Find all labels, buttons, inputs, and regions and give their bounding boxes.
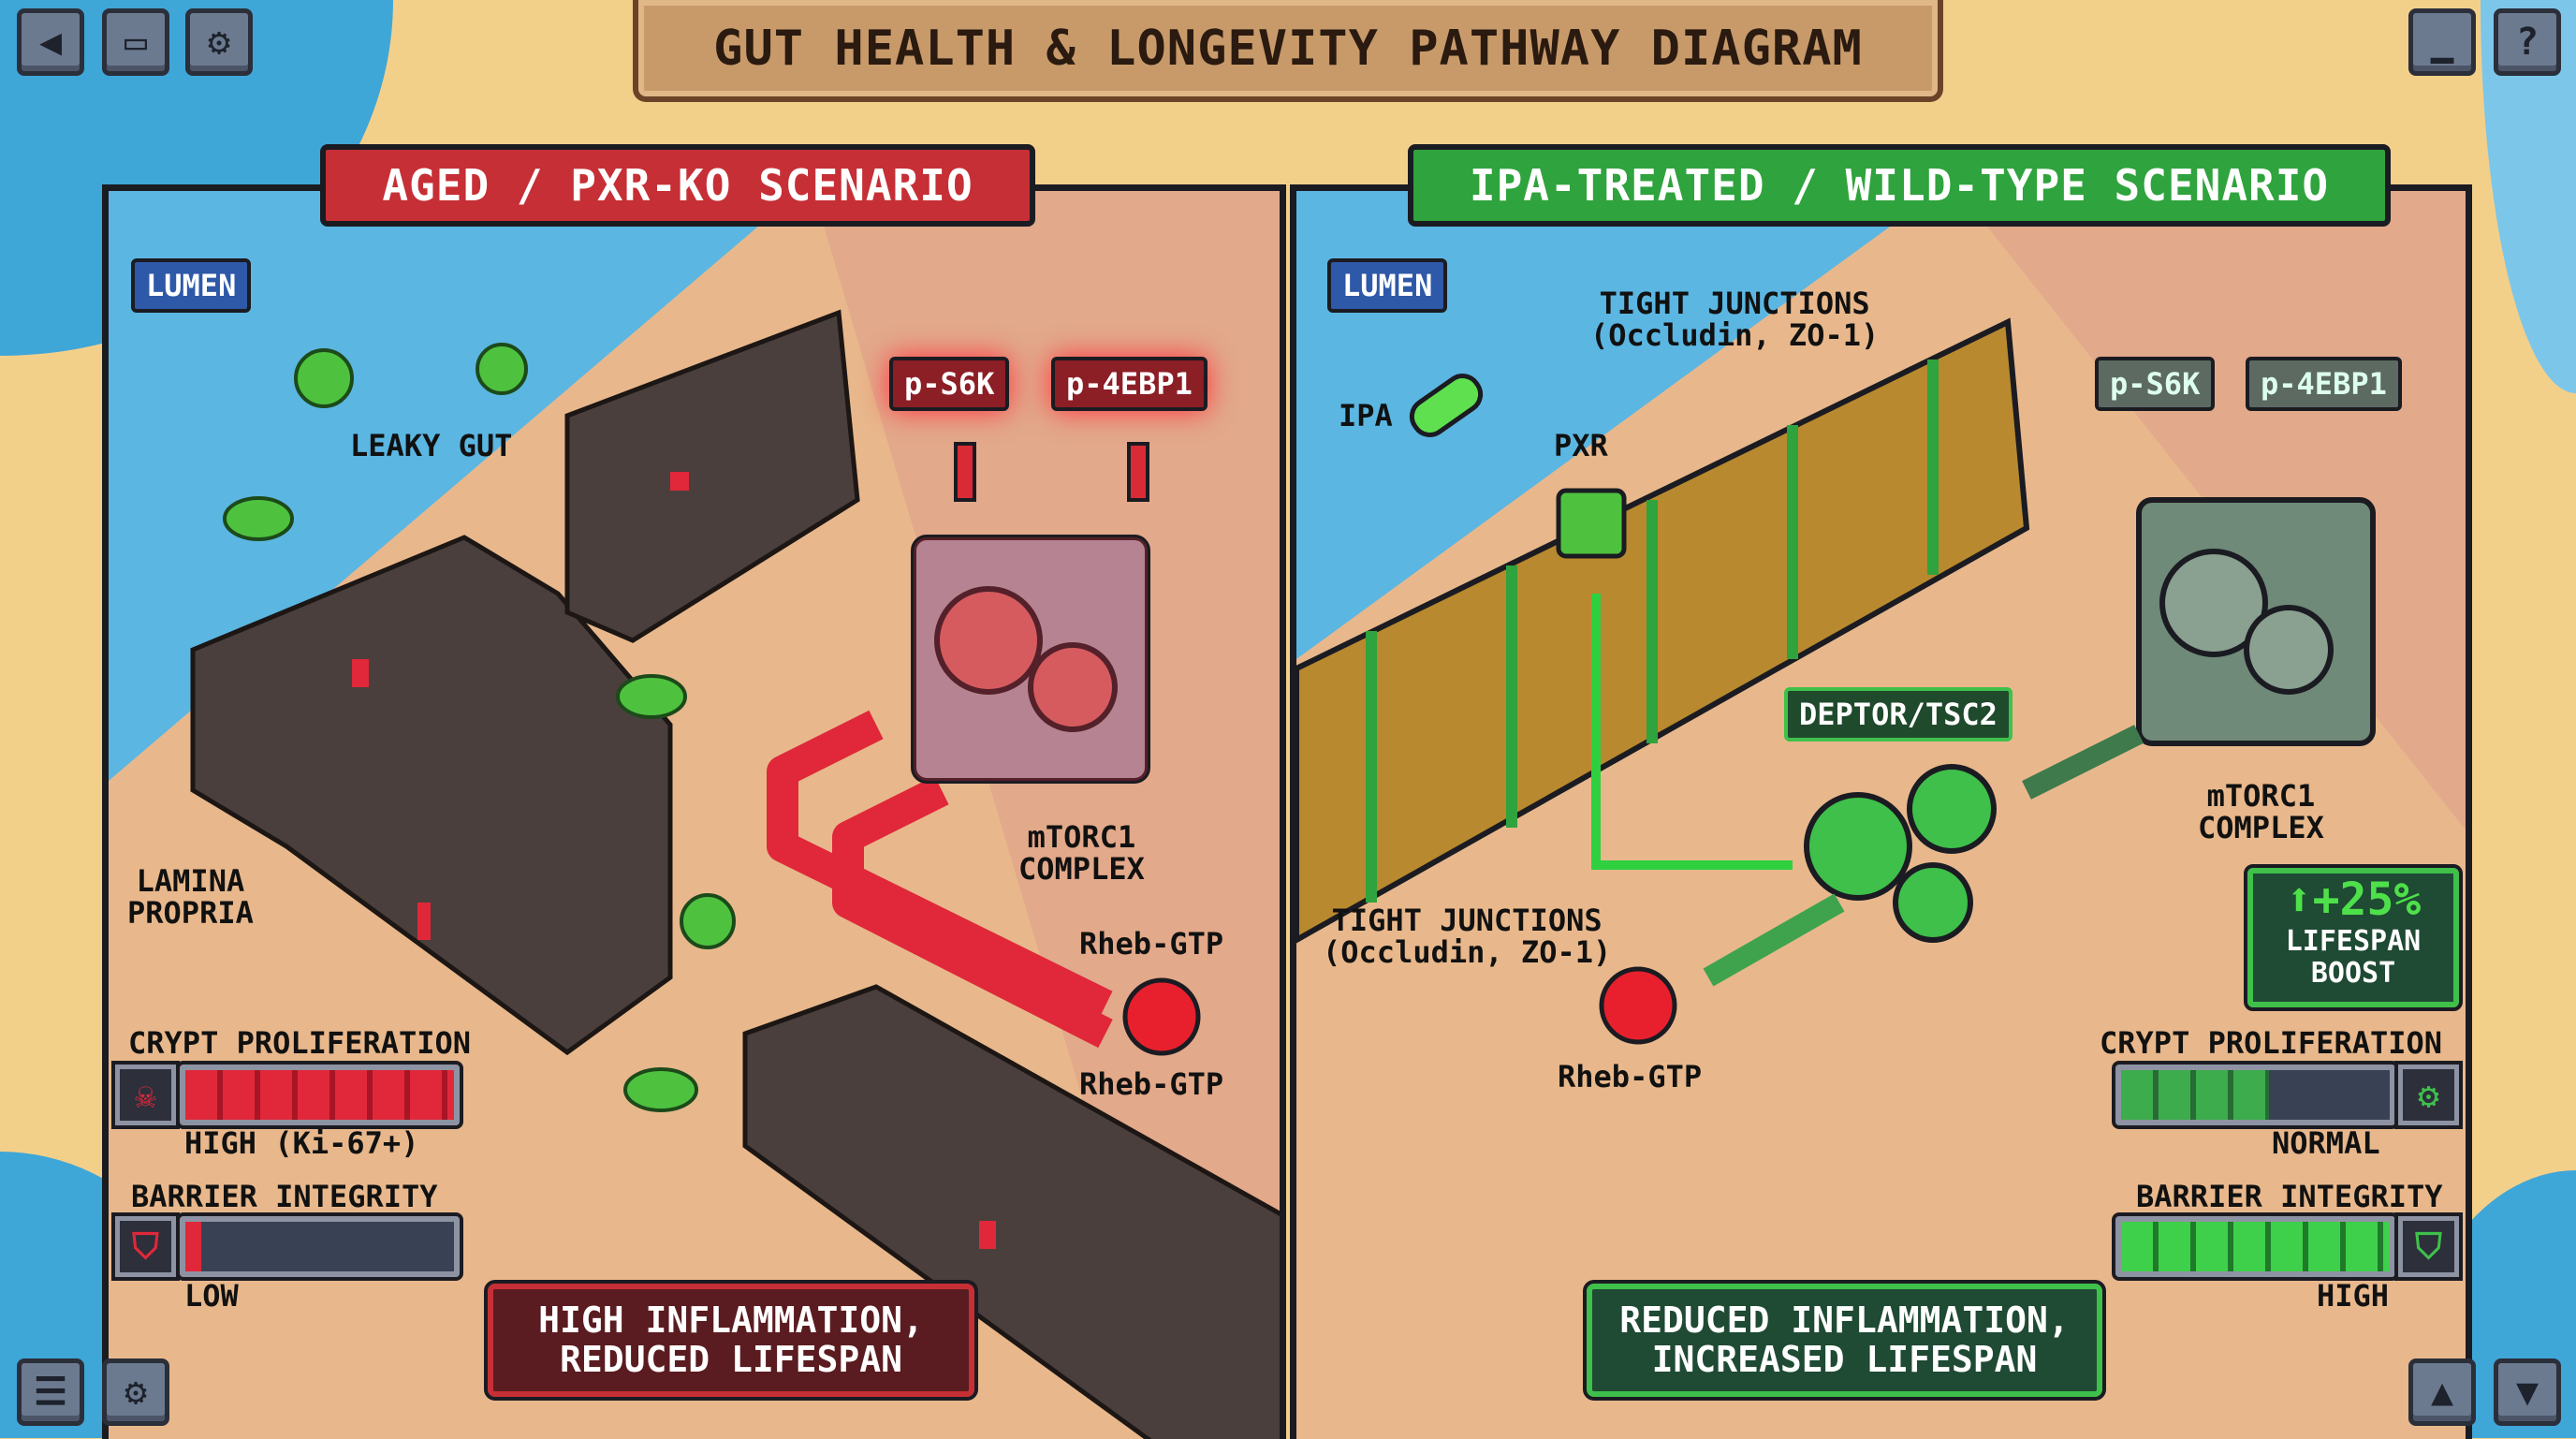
crypt-status-right: NORMAL xyxy=(2272,1125,2380,1161)
mtorc1-label-right: mTORC1 COMPLEX xyxy=(2198,778,2324,845)
arrow-rheb-to-deptor xyxy=(1703,893,1845,987)
rheb-gtp-label-bottom: Rheb-GTP xyxy=(1079,1066,1224,1102)
up-arrow-icon: ⬆ xyxy=(2285,874,2313,926)
leaky-gut-label: LEAKY GUT xyxy=(350,428,513,463)
bacteria xyxy=(223,343,736,1112)
settings-bottom-button[interactable]: ⚙ xyxy=(102,1358,169,1426)
shield-icon: ⛉ xyxy=(2394,1212,2463,1281)
barrier-status-right: HIGH xyxy=(2317,1278,2390,1314)
intact-wall xyxy=(1296,317,2030,944)
pxr-lock-icon xyxy=(1556,488,1627,559)
ipa-pill-icon xyxy=(1409,374,1484,437)
pxr-label: PXR xyxy=(1554,428,1608,463)
crypt-proliferation-bar-left xyxy=(176,1061,463,1129)
ipa-scene-illustration xyxy=(1296,191,2466,1439)
sound-button[interactable]: ◀ xyxy=(17,8,84,76)
arrow-mtorc1-to-deptor xyxy=(2022,725,2144,800)
barrier-fill-left xyxy=(185,1222,202,1271)
crypt-proliferation-bar-right xyxy=(2112,1061,2399,1129)
mtorc1-machine xyxy=(911,535,1150,784)
gear-icon: ⚙ xyxy=(207,21,231,64)
ipa-scenario-header: IPA-TREATED / WILD-TYPE SCENARIO xyxy=(1408,144,2391,227)
settings-button[interactable]: ⚙ xyxy=(185,8,253,76)
tight-junctions-label-bottom: TIGHT JUNCTIONS (Occludin, ZO-1) xyxy=(1323,903,1612,970)
broken-wall-left xyxy=(190,309,1280,1439)
minimize-icon: ▁ xyxy=(2430,21,2454,64)
p-4ebp1-badge-active: p-4EBP1 xyxy=(1051,357,1208,411)
minimize-button[interactable]: ▁ xyxy=(2408,8,2476,76)
activation-arrows xyxy=(767,710,1113,1049)
lumen-label-left: LUMEN xyxy=(131,258,252,313)
menu-icon: ☰ xyxy=(34,1371,67,1414)
lumen-label-right: LUMEN xyxy=(1327,258,1448,313)
scroll-down-button[interactable]: ▼ xyxy=(2494,1358,2561,1426)
signal-line xyxy=(1591,594,1793,870)
deptor-tsc2-badge: DEPTOR/TSC2 xyxy=(1784,687,2012,742)
rheb-gtp-ball xyxy=(1122,977,1201,1056)
ipa-label: IPA xyxy=(1339,398,1393,433)
tight-junctions-label-top: TIGHT JUNCTIONS (Occludin, ZO-1) xyxy=(1590,286,1880,353)
menu-button[interactable]: ☰ xyxy=(17,1358,84,1426)
p-s6k-badge-inactive: p-S6K xyxy=(2095,357,2216,411)
broken-shield-icon: ⛉ xyxy=(111,1212,180,1281)
barrier-status-left: LOW xyxy=(184,1278,239,1314)
up-arrow-icon: ▲ xyxy=(2430,1371,2454,1414)
barrier-integrity-bar-right xyxy=(2112,1212,2399,1281)
rheb-gtp-ball-right xyxy=(1599,966,1677,1045)
down-arrow-icon: ▼ xyxy=(2515,1371,2539,1414)
barrier-label-left: BARRIER INTEGRITY xyxy=(131,1179,438,1214)
scroll-up-button[interactable]: ▲ xyxy=(2408,1358,2476,1426)
barrier-fill-right xyxy=(2121,1222,2390,1271)
crypt-label-left: CRYPT PROLIFERATION xyxy=(128,1025,472,1061)
lifespan-boost-box: ⬆+25% LIFESPAN BOOST xyxy=(2244,864,2463,1011)
help-button[interactable]: ? xyxy=(2494,8,2561,76)
gamepad-button[interactable]: ▭ xyxy=(102,8,169,76)
gear-status-icon: ⚙ xyxy=(2394,1061,2463,1129)
sound-icon: ◀ xyxy=(38,21,63,64)
crypt-label-right: CRYPT PROLIFERATION xyxy=(2100,1025,2443,1061)
crypt-fill-right xyxy=(2121,1070,2269,1120)
arrow-up-ps6k xyxy=(954,442,976,502)
p-s6k-badge-active: p-S6K xyxy=(889,357,1010,411)
mtorc1-machine-inactive xyxy=(2136,497,2376,746)
rheb-gtp-label-right: Rheb-GTP xyxy=(1558,1059,1703,1094)
lifespan-boost-value: ⬆+25% xyxy=(2285,874,2422,926)
barrier-label-right: BARRIER INTEGRITY xyxy=(2136,1179,2443,1214)
crypt-status-left: HIGH (Ki-67+) xyxy=(184,1125,419,1161)
aged-scenario-header: AGED / PXR-KO SCENARIO xyxy=(320,144,1035,227)
lamina-propria-label: LAMINA PROPRIA xyxy=(127,863,254,931)
crypt-fill-left xyxy=(185,1070,454,1120)
aged-scene-illustration xyxy=(109,191,1280,1439)
barrier-integrity-bar-left xyxy=(176,1212,463,1281)
aged-outcome-box: HIGH INFLAMMATION, REDUCED LIFESPAN xyxy=(484,1280,978,1401)
lifespan-boost-label: LIFESPAN BOOST xyxy=(2285,925,2422,990)
p-4ebp1-badge-inactive: p-4EBP1 xyxy=(2246,357,2402,411)
deptor-tsc2-gears xyxy=(1804,764,1997,943)
gear-icon: ⚙ xyxy=(124,1371,148,1414)
page-title: GUT HEALTH & LONGEVITY PATHWAY DIAGRAM xyxy=(633,0,1943,102)
gamepad-icon: ▭ xyxy=(124,21,148,64)
arrow-up-p4ebp1 xyxy=(1127,442,1149,502)
ipa-outcome-box: REDUCED INFLAMMATION, INCREASED LIFESPAN xyxy=(1583,1280,2106,1401)
skull-icon: ☠ xyxy=(111,1061,180,1129)
help-icon: ? xyxy=(2515,21,2539,64)
rheb-gtp-label-top: Rheb-GTP xyxy=(1079,926,1224,962)
mtorc1-label-left: mTORC1 COMPLEX xyxy=(1018,819,1145,887)
